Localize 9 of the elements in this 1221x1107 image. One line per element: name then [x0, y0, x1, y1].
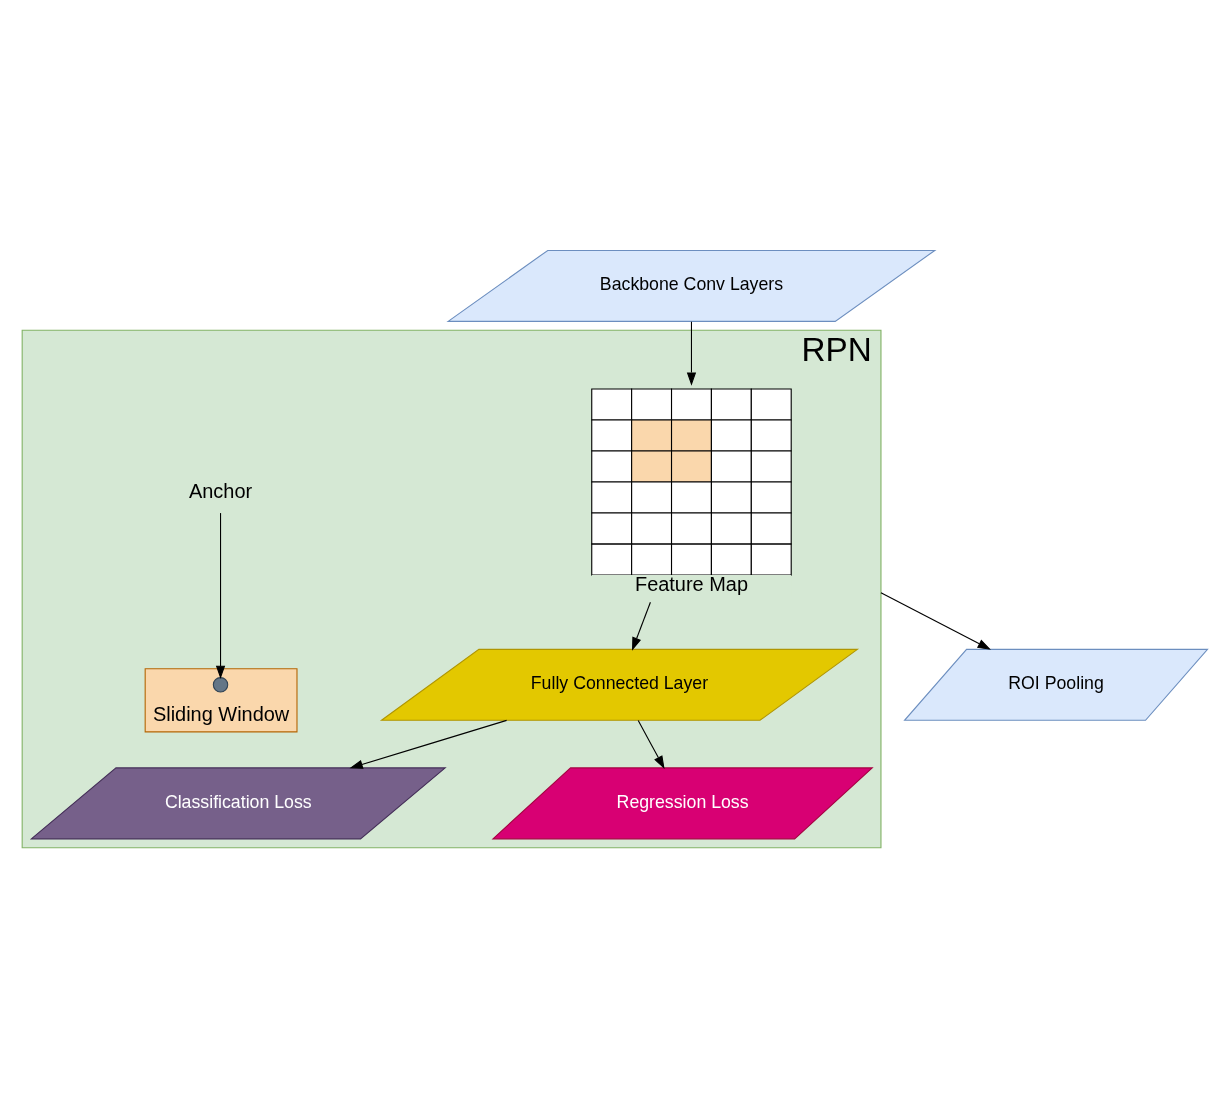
arrow — [637, 719, 665, 770]
arrow — [349, 719, 508, 769]
arrow — [686, 321, 697, 386]
arrow — [215, 512, 226, 679]
node-circle — [212, 677, 229, 693]
arrow — [632, 601, 651, 651]
cluster: Sliding Window — [144, 668, 298, 733]
arrow — [880, 592, 991, 650]
node-text: Anchor — [188, 479, 253, 502]
